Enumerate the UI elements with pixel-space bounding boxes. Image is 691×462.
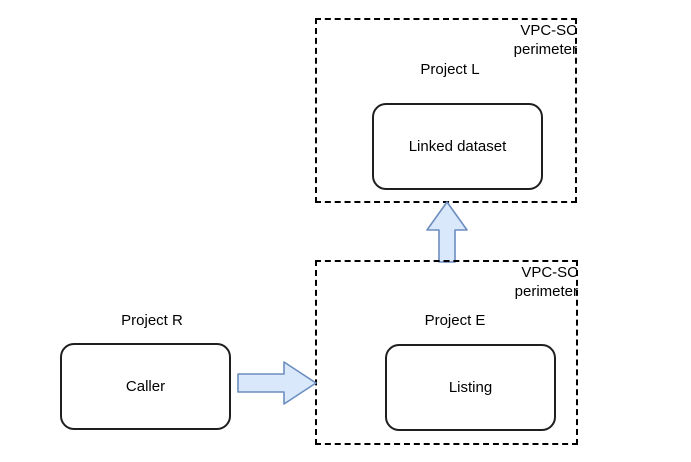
vpc-sc-label-bottom-line1: VPC-SC	[521, 264, 578, 281]
project-l-label: Project L	[420, 61, 480, 78]
arrow-up-shape	[426, 201, 468, 263]
arrow-up-icon	[426, 201, 468, 263]
vpc-sc-label-top-line2: perimeter	[513, 41, 577, 58]
node-caller[interactable]: Caller	[60, 343, 231, 430]
vpc-sc-perimeter-project-l	[315, 18, 577, 203]
project-r-label: Project R	[121, 312, 183, 329]
vpc-sc-label-top-line1: VPC-SC	[520, 22, 577, 39]
vpc-sc-perimeter-project-e	[315, 260, 578, 445]
node-caller-label: Caller	[125, 378, 166, 395]
project-e-label: Project E	[424, 312, 486, 329]
vpc-sc-label-bottom-line2: perimeter	[514, 283, 578, 300]
node-linked-dataset[interactable]: Linked dataset	[372, 103, 543, 190]
arrow-right-shape	[237, 361, 317, 405]
node-listing-label: Listing	[448, 379, 493, 396]
node-listing[interactable]: Listing	[385, 344, 556, 431]
node-linked-dataset-label: Linked dataset	[408, 138, 507, 155]
arrow-right-icon	[237, 361, 317, 405]
